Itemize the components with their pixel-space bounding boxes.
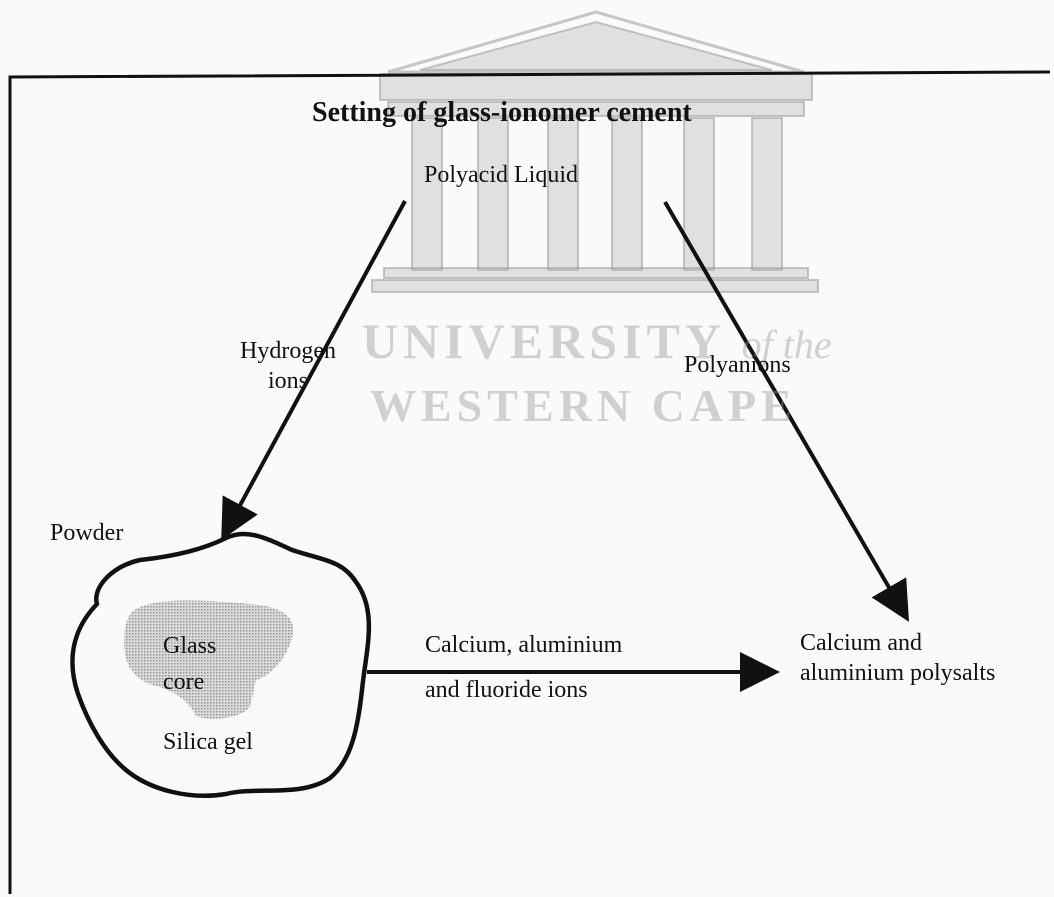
polysalts-label-line1: Calcium and (800, 630, 922, 656)
polyanions-arrow (663, 200, 910, 622)
watermark-line1-italic: of the (741, 322, 832, 367)
polysalts-label: Calcium and aluminium polysalts (800, 628, 995, 688)
hydrogen-ions-arrow (221, 200, 407, 541)
university-crest-watermark (371, 10, 819, 293)
powder-particle-outline (70, 531, 372, 798)
silica-gel-label: Silica gel (163, 729, 253, 755)
watermark-line1: UNIVERSITY (362, 313, 725, 369)
watermark-western-cape: WESTERN CAPE (370, 380, 797, 431)
ions-label-line2: and fluoride ions (425, 677, 588, 703)
ions-label-line1: Calcium, aluminium (425, 632, 623, 658)
powder-label: Powder (50, 520, 124, 546)
released-ions-label: Calcium, aluminium and fluoride ions (425, 630, 622, 705)
polyacid-liquid-label: Polyacid Liquid (424, 162, 578, 188)
glass-core-stipple (124, 600, 294, 719)
diagram-title: Setting of glass-ionomer cement (312, 97, 692, 128)
glass-label: Glass (163, 633, 217, 659)
hydrogen-ions-label: Hydrogen ions (218, 336, 358, 396)
diagram-frame (8, 70, 1051, 894)
polyanions-label: Polyanions (684, 352, 791, 378)
watermark-university: UNIVERSITY of the (362, 314, 832, 372)
hydrogen-label-line1: Hydrogen (240, 338, 336, 364)
core-label: core (163, 669, 205, 695)
hydrogen-label-line2: ions (267, 368, 308, 394)
polysalts-label-line2: aluminium polysalts (800, 660, 996, 686)
